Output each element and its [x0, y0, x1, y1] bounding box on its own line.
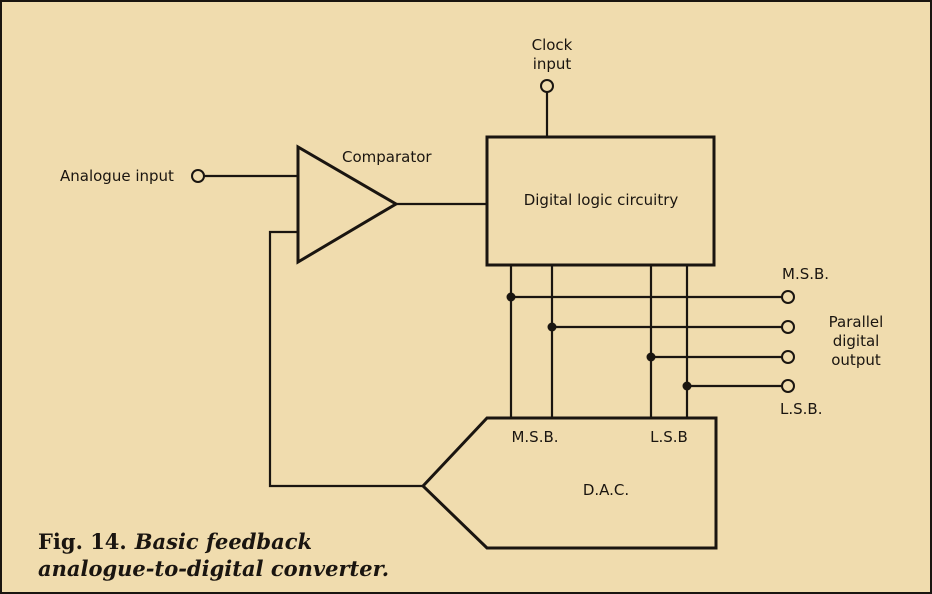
comparator-label: Comparator [342, 148, 432, 166]
figure-number: Fig. 14. [38, 529, 127, 554]
dac-lsb-label: L.S.B [650, 428, 688, 446]
figure-title-line1: Basic feedback [134, 529, 312, 554]
analogue-input-label: Analogue input [60, 167, 174, 185]
dac-label: D.A.C. [583, 481, 629, 499]
feedback-wire [268, 230, 423, 488]
figure-caption-line1: Fig. 14. Basic feedback [38, 529, 312, 554]
analogue-input-terminal [191, 169, 205, 183]
junction-dot-bit1 [506, 292, 516, 302]
parallel-output-label-line2: digital [833, 332, 880, 350]
msb-output-label: M.S.B. [782, 265, 829, 283]
junction-dot-bit2 [547, 322, 557, 332]
clock-label-line1: Clock [532, 36, 573, 54]
parallel-output-label-line3: output [831, 351, 881, 369]
comparator-symbol [296, 144, 399, 265]
dac-msb-label: M.S.B. [511, 428, 558, 446]
figure-title-line2: analogue-to-digital converter. [38, 556, 389, 581]
clock-label-line2: input [533, 55, 572, 73]
junction-dot-bit4 [682, 381, 692, 391]
parallel-output-label-line1: Parallel [829, 313, 884, 331]
clock-input-terminal [540, 79, 554, 93]
digital-logic-label: Digital logic circuitry [524, 191, 679, 209]
output-terminal-bit1 [781, 290, 795, 304]
digital-logic-block [485, 135, 716, 267]
lsb-output-label: L.S.B. [780, 400, 822, 418]
junction-dot-bit3 [646, 352, 656, 362]
output-terminal-bit4 [781, 379, 795, 393]
output-terminal-bit3 [781, 350, 795, 364]
output-terminal-bit2 [781, 320, 795, 334]
dac-block [420, 416, 718, 550]
